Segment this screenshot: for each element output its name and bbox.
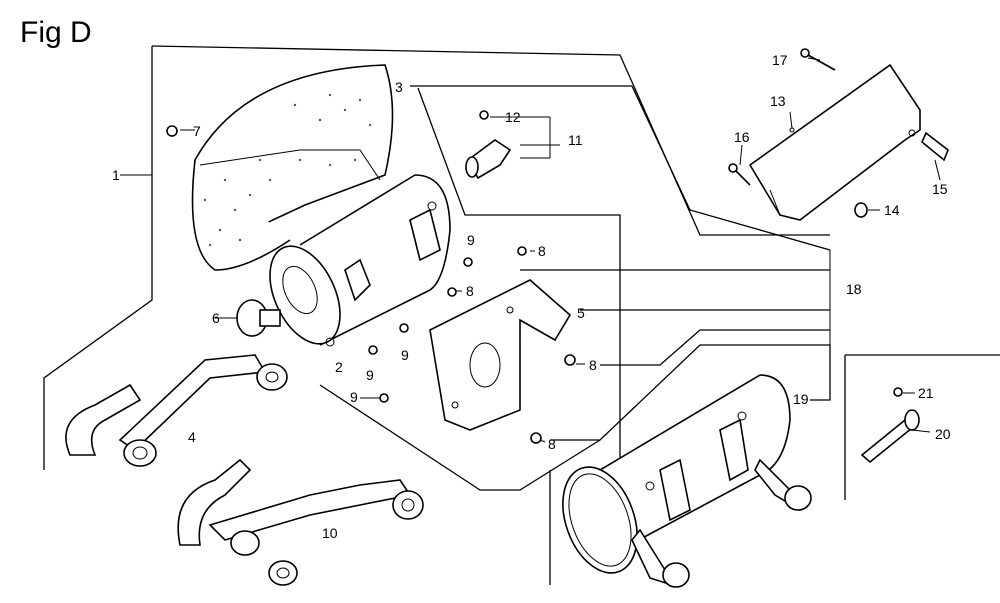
callout-11: 11 — [568, 132, 583, 148]
callout-9-c: 9 — [366, 367, 374, 383]
callout-6: 6 — [212, 310, 220, 326]
assembly-frame-lines — [43, 45, 1000, 585]
callout-17: 17 — [772, 52, 788, 68]
callout-8-a: 8 — [538, 243, 546, 259]
callout-labels: 1 2 3 4 5 6 7 8 8 8 8 9 9 9 9 10 11 12 1… — [112, 52, 951, 541]
callout-8-d: 8 — [548, 436, 556, 452]
exhaust-pipe-part-4 — [65, 354, 288, 467]
callout-9-a: 9 — [467, 232, 475, 248]
heat-guard-part-13 — [748, 63, 921, 221]
clamp-part-6 — [236, 299, 281, 337]
callout-3: 3 — [395, 79, 403, 95]
callout-14: 14 — [884, 202, 900, 218]
callout-10: 10 — [322, 525, 338, 541]
callout-7: 7 — [193, 123, 201, 139]
callout-18: 18 — [846, 281, 862, 297]
exhaust-pipe-part-10 — [177, 458, 424, 586]
leader-lines — [120, 57, 941, 443]
callout-4: 4 — [188, 429, 196, 445]
callout-2: 2 — [335, 359, 343, 375]
callout-9-b: 9 — [401, 347, 409, 363]
mounting-plate-part-5 — [429, 279, 572, 431]
callout-1: 1 — [112, 167, 120, 183]
fasteners — [166, 48, 949, 464]
callout-21: 21 — [918, 385, 934, 401]
callout-13: 13 — [770, 93, 786, 109]
callout-12: 12 — [505, 109, 521, 125]
muffler-part-2 — [269, 174, 451, 347]
callout-20: 20 — [935, 426, 951, 442]
callout-19: 19 — [793, 391, 809, 407]
callout-15: 15 — [932, 181, 948, 197]
callout-8-c: 8 — [589, 357, 597, 373]
muffler-part-19 — [562, 374, 812, 588]
callout-8-b: 8 — [466, 283, 474, 299]
callout-9-d: 9 — [350, 389, 358, 405]
callout-5: 5 — [577, 305, 585, 321]
heat-shield-part-3 — [191, 64, 394, 271]
figure-title: Fig D — [20, 16, 92, 49]
callout-16: 16 — [734, 129, 750, 145]
